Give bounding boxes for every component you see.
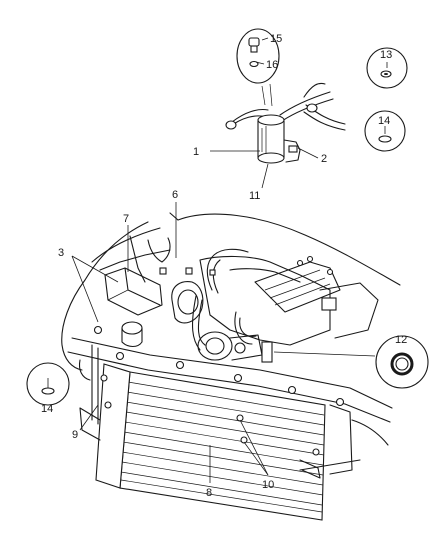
callout-15: 15 [270, 33, 282, 45]
callout-9: 9 [72, 429, 78, 441]
callout-12: 12 [395, 334, 407, 346]
callout-7: 7 [123, 213, 129, 225]
callout-14-lower: 14 [41, 403, 53, 415]
callout-10: 10 [262, 479, 274, 491]
callout-1: 1 [193, 146, 199, 158]
condenser-fins [120, 381, 325, 513]
seal-washer-inset [366, 47, 408, 89]
callout-13: 13 [380, 49, 392, 61]
callout-16: 16 [266, 59, 278, 71]
o-ring-inset-lower [26, 362, 70, 406]
callout-11: 11 [249, 190, 260, 202]
leader-lines [47, 37, 388, 483]
callout-14-top: 14 [378, 115, 390, 127]
receiver-drier-assembly [225, 28, 346, 164]
pressure-switch-inset [236, 28, 280, 107]
callout-3: 3 [58, 247, 64, 259]
callout-2: 2 [321, 153, 327, 165]
o-ring-inset-large [375, 335, 429, 389]
condenser-assembly [67, 325, 393, 521]
o-ring-inset-top [364, 110, 406, 152]
callouts: 15 16 13 14 1 2 11 6 7 3 12 14 9 10 8 [41, 33, 407, 499]
engine-bay [61, 212, 401, 371]
callout-6: 6 [172, 189, 178, 201]
callout-8: 8 [206, 487, 212, 499]
